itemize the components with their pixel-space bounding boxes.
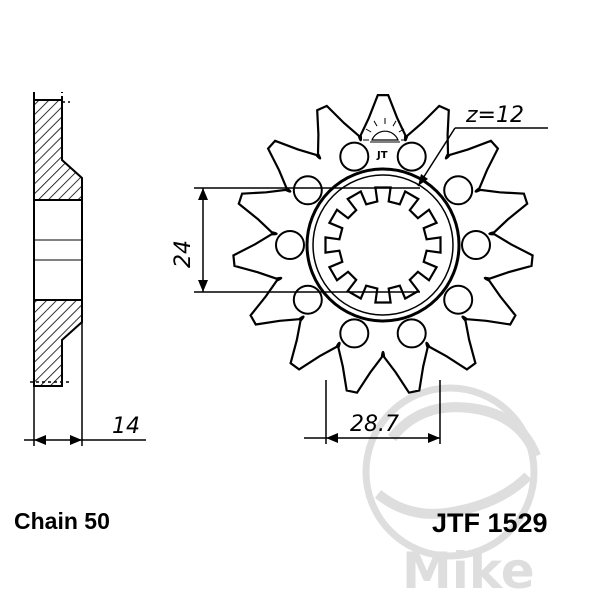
watermark-logo: Mike bbox=[362, 384, 541, 600]
dimension-width: 14 bbox=[24, 322, 146, 446]
spline-bore bbox=[324, 186, 442, 304]
tooth-count-label: z=12 bbox=[465, 103, 524, 128]
watermark-text: Mike bbox=[402, 542, 535, 600]
dimension-height-label: 24 bbox=[171, 240, 196, 268]
brand-ray bbox=[392, 120, 397, 127]
lightening-hole bbox=[339, 141, 370, 172]
dimension-bore: 28.7 bbox=[304, 380, 441, 444]
brand-ray bbox=[373, 120, 378, 127]
lightening-hole bbox=[275, 230, 305, 260]
sprocket-side-profile bbox=[30, 92, 83, 387]
tooth-count-callout: z=12 bbox=[417, 103, 548, 187]
brand-mark-icon: JT bbox=[363, 118, 407, 161]
dimension-bore-label: 28.7 bbox=[350, 412, 399, 437]
lightening-hole bbox=[292, 284, 323, 315]
dimension-width-label: 14 bbox=[112, 414, 140, 439]
lightening-hole bbox=[292, 175, 323, 206]
lightening-hole bbox=[339, 318, 370, 349]
lightening-hole bbox=[443, 175, 474, 206]
brand-ray bbox=[398, 128, 405, 133]
dimension-height: 24 bbox=[171, 187, 420, 293]
svg-text:JT: JT bbox=[376, 150, 388, 161]
sprocket-front-view bbox=[232, 94, 534, 394]
chain-size-label: Chain 50 bbox=[14, 508, 110, 534]
brand-ray bbox=[365, 128, 372, 133]
lightening-hole bbox=[396, 318, 427, 349]
part-number: JTF 1529 bbox=[432, 508, 548, 538]
lightening-hole bbox=[396, 141, 427, 172]
lightening-hole bbox=[443, 284, 474, 315]
lightening-hole bbox=[461, 230, 491, 260]
